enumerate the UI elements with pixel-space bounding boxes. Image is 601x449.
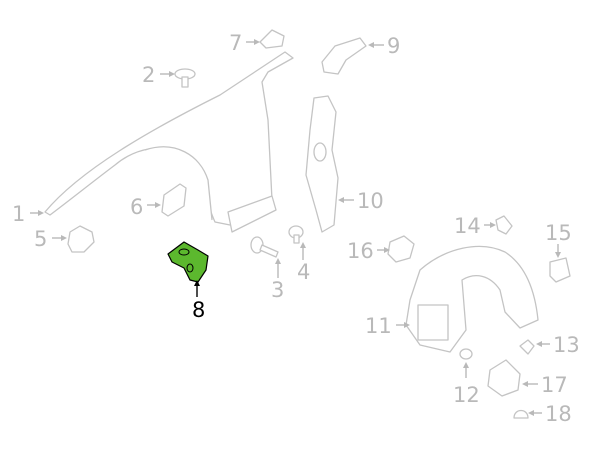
part-seal-10[interactable] [305,95,339,233]
callout-8[interactable]: 8 [192,298,205,322]
part-bracket-7[interactable] [259,29,285,49]
part-wheel-liner-11[interactable] [405,245,539,353]
part-clip-13[interactable] [519,339,535,355]
part-fender[interactable] [44,51,294,233]
part-bracket-5[interactable] [67,225,95,253]
callout-13[interactable]: 13 [553,333,580,357]
part-bracket-9[interactable] [321,37,367,75]
callout-15[interactable]: 15 [545,221,572,245]
callout-9[interactable]: 9 [387,34,400,58]
leader-lines [30,39,561,416]
part-bracket-8-highlighted[interactable] [167,241,209,283]
callout-1[interactable]: 1 [12,202,25,226]
callout-16[interactable]: 16 [347,239,374,263]
callout-7[interactable]: 7 [229,31,242,55]
callout-4[interactable]: 4 [297,260,310,284]
part-bracket-6[interactable] [161,183,187,217]
part-clip-2[interactable] [174,68,196,88]
callout-10[interactable]: 10 [357,189,384,213]
callout-12[interactable]: 12 [453,383,480,407]
callout-6[interactable]: 6 [130,195,143,219]
part-clip-14[interactable] [495,215,513,235]
part-clip-4[interactable] [288,225,304,244]
part-block-15[interactable] [549,257,571,283]
callout-3[interactable]: 3 [271,278,284,302]
part-flap-17[interactable] [487,359,521,397]
part-seal-hole [313,142,327,162]
part-clip-18[interactable] [513,409,529,419]
part-clip-12[interactable] [459,348,473,360]
callout-17[interactable]: 17 [541,373,568,397]
callout-11[interactable]: 11 [365,314,392,338]
callout-14[interactable]: 14 [454,214,481,238]
part-bolt-3[interactable] [250,236,279,258]
callout-5[interactable]: 5 [34,227,47,251]
callout-2[interactable]: 2 [142,63,155,87]
callout-18[interactable]: 18 [545,402,572,426]
part-cap-16[interactable] [387,235,415,263]
